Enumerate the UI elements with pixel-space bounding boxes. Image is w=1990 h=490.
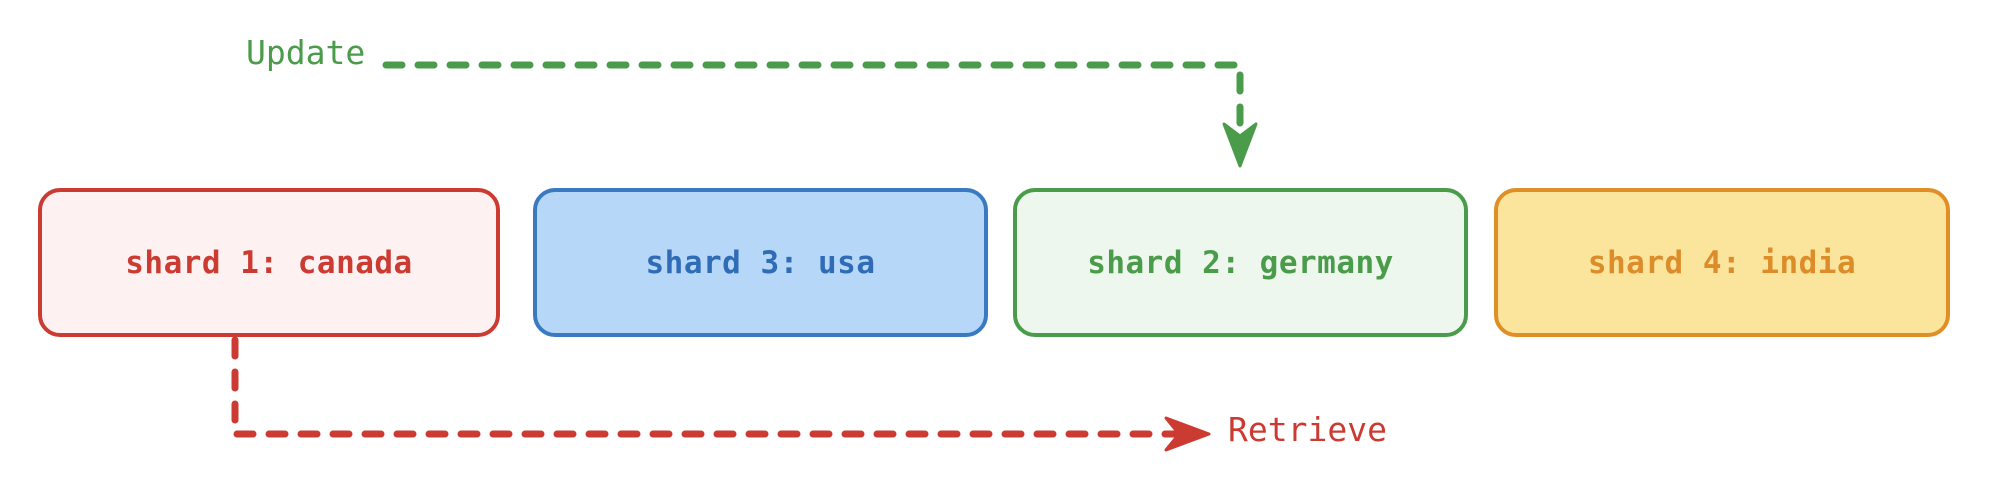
retrieve-edge-label: Retrieve <box>1228 410 1387 449</box>
shard-node-label: shard 2: germany <box>1087 244 1394 281</box>
shard-node-germany[interactable]: shard 2: germany <box>1013 188 1468 337</box>
shard-node-label: shard 3: usa <box>645 244 876 281</box>
shard-node-usa[interactable]: shard 3: usa <box>533 188 988 337</box>
update-arrow <box>382 61 1258 168</box>
update-edge-label: Update <box>246 33 366 72</box>
shard-node-label: shard 4: india <box>1587 244 1857 281</box>
shard-node-canada[interactable]: shard 1: canada <box>38 188 500 337</box>
shard-node-india[interactable]: shard 4: india <box>1494 188 1950 337</box>
update-arrowhead <box>1222 122 1258 168</box>
retrieve-arrow <box>231 336 1211 452</box>
retrieve-arrowhead <box>1164 416 1211 452</box>
shard-node-label: shard 1: canada <box>125 244 413 281</box>
